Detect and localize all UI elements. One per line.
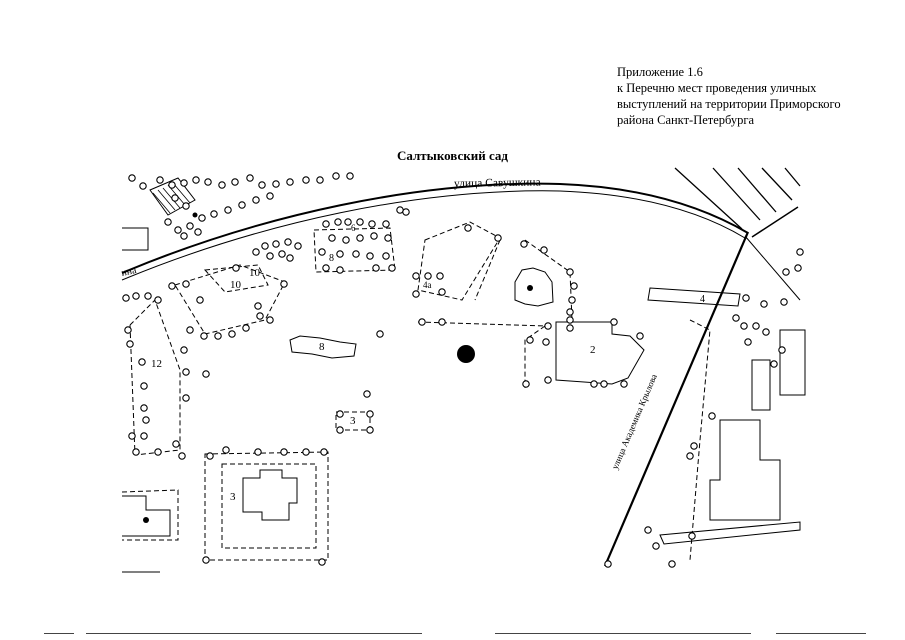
appendix-note: Приложение 1.6 к Перечню мест проведения… — [617, 64, 887, 128]
appendix-line-3: выступлений на территории Приморского — [617, 97, 841, 111]
hatched-building — [152, 182, 191, 214]
building-right-1 — [647, 287, 741, 307]
building-left-top — [122, 227, 149, 251]
street-label-savushkina: улица Савушкина — [454, 176, 541, 190]
building-8 — [289, 335, 357, 359]
path-2 — [524, 325, 546, 388]
path-church — [524, 239, 573, 321]
footer-rule-1 — [44, 633, 74, 634]
zone-3-boundary — [204, 451, 329, 561]
appendix-line-1: Приложение 1.6 — [617, 65, 703, 79]
building-right-2 — [709, 419, 781, 521]
building-2 — [555, 321, 645, 385]
zone-right-boundary — [689, 319, 711, 561]
building-bottom-right — [659, 521, 801, 545]
appendix-line-2: к Перечню мест проведения уличных — [617, 81, 817, 95]
building-bottom-left — [122, 495, 171, 537]
buildings — [122, 177, 806, 545]
zone-label-12: 12 — [151, 358, 162, 370]
path-6 — [474, 239, 501, 301]
building-church — [514, 267, 554, 307]
zone-label-6: 6 — [351, 223, 356, 233]
zone-label-10b: 10 — [230, 279, 242, 291]
zone-3-inner-boundary — [221, 463, 317, 549]
zone-label-2: 2 — [590, 344, 596, 356]
building-main-3 — [242, 469, 298, 521]
building-right-3 — [779, 329, 806, 396]
zone-label-4a: 4a — [423, 280, 432, 290]
zone-label-10a: 10 — [249, 267, 261, 279]
zone-10-boundary — [174, 264, 286, 335]
zone-label-4: 4 — [700, 294, 705, 305]
zone-10-inner-boundary — [203, 264, 269, 293]
street-label-savushkina-fragment: ина — [120, 265, 138, 279]
footer-rule-2 — [86, 633, 422, 634]
zone-label-3a: 3 — [350, 415, 356, 427]
street-krylova — [603, 167, 801, 567]
path-main — [417, 321, 546, 327]
building-right-4 — [751, 359, 771, 411]
filled-markers — [143, 212, 533, 523]
zone-label-3b: 3 — [230, 491, 236, 503]
footer-rule-4 — [776, 633, 866, 634]
zone-bottom-left-boundary — [121, 489, 179, 541]
appendix-line-4: района Санкт-Петербурга — [617, 113, 755, 127]
zone-12-boundary — [129, 299, 181, 456]
footer-rule-3 — [495, 633, 751, 634]
street-savushkina — [121, 182, 749, 281]
zone-8-boundary — [313, 227, 396, 273]
building-left-hatched — [149, 177, 196, 216]
zone-label-8a: 8 — [329, 253, 334, 264]
zone-label-8b: 8 — [319, 341, 325, 353]
zone-6-boundary — [417, 221, 501, 301]
markers — [122, 172, 804, 568]
map-title: Салтыковский сад — [396, 148, 508, 163]
